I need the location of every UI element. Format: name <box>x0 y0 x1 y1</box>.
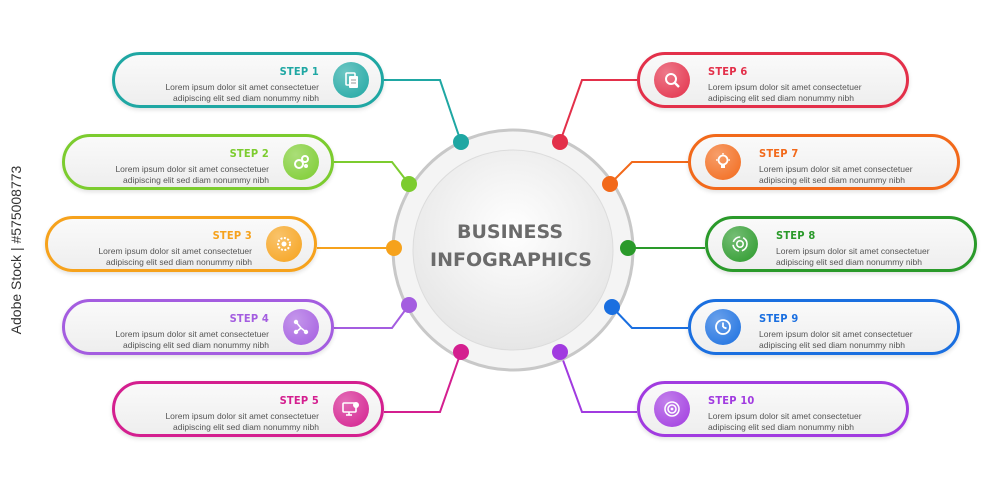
step-description-line2: adipiscing elit sed diam nonummy nibh <box>759 175 905 185</box>
step-title: STEP 5 <box>279 394 319 407</box>
connector-dot-step-7 <box>602 176 618 192</box>
step-description-line2: adipiscing elit sed diam nonummy nibh <box>708 93 854 103</box>
center-title-line1: BUSINESS <box>456 221 564 243</box>
step-card-4: STEP 4 Lorem ipsum dolor sit amet consect… <box>62 299 334 355</box>
step-description-line2: adipiscing elit sed diam nonummy nibh <box>123 175 269 185</box>
step-description-line1: Lorem ipsum dolor sit amet consectetuer <box>708 82 862 92</box>
step-description-line1: Lorem ipsum dolor sit amet consectetuer <box>115 329 269 339</box>
gears-icon <box>283 144 319 180</box>
step-description-line1: Lorem ipsum dolor sit amet consectetuer <box>759 164 913 174</box>
clock-icon <box>705 309 741 345</box>
connector-line-step-5 <box>384 351 462 413</box>
step-description-line2: adipiscing elit sed diam nonummy nibh <box>776 257 922 267</box>
connector-line-step-9 <box>611 306 688 329</box>
step-description-line2: adipiscing elit sed diam nonummy nibh <box>173 422 319 432</box>
connector-dot-step-9 <box>604 299 620 315</box>
step-card-10: STEP 10 Lorem ipsum dolor sit amet consec… <box>637 381 909 437</box>
step-title: STEP 9 <box>759 312 799 325</box>
connector-dot-step-4 <box>401 297 417 313</box>
step-description-line1: Lorem ipsum dolor sit amet consectetuer <box>98 246 252 256</box>
connector-dot-step-1 <box>453 134 469 150</box>
computer-settings-icon <box>333 391 369 427</box>
lightbulb-icon <box>705 144 741 180</box>
connector-dot-step-8 <box>620 240 636 256</box>
step-description-line2: adipiscing elit sed diam nonummy nibh <box>106 257 252 267</box>
step-description-line1: Lorem ipsum dolor sit amet consectetuer <box>708 411 862 421</box>
step-card-7: STEP 7 Lorem ipsum dolor sit amet consect… <box>688 134 960 190</box>
step-title: STEP 10 <box>708 394 755 407</box>
magnifier-icon <box>654 62 690 98</box>
document-icon <box>333 62 369 98</box>
step-description-line1: Lorem ipsum dolor sit amet consectetuer <box>165 82 319 92</box>
step-title: STEP 1 <box>279 65 319 78</box>
step-card-1: STEP 1 Lorem ipsum dolor sit amet consect… <box>112 52 384 108</box>
step-title: STEP 8 <box>776 229 816 242</box>
step-title: STEP 2 <box>229 147 269 160</box>
step-description-line2: adipiscing elit sed diam nonummy nibh <box>173 93 319 103</box>
connector-dot-step-3 <box>386 240 402 256</box>
connector-line-step-7 <box>609 161 688 185</box>
step-card-6: STEP 6 Lorem ipsum dolor sit amet consect… <box>637 52 909 108</box>
step-card-2: STEP 2 Lorem ipsum dolor sit amet consect… <box>62 134 334 190</box>
step-description-line1: Lorem ipsum dolor sit amet consectetuer <box>165 411 319 421</box>
step-card-3: STEP 3 Lorem ipsum dolor sit amet consect… <box>45 216 317 272</box>
network-icon <box>283 309 319 345</box>
step-card-8: STEP 8 Lorem ipsum dolor sit amet consect… <box>705 216 977 272</box>
step-description-line1: Lorem ipsum dolor sit amet consectetuer <box>776 246 930 256</box>
step-title: STEP 6 <box>708 65 748 78</box>
connector-line-step-1 <box>384 79 462 143</box>
step-title: STEP 3 <box>212 229 252 242</box>
step-card-5: STEP 5 Lorem ipsum dolor sit amet consect… <box>112 381 384 437</box>
connector-dots <box>386 134 636 360</box>
step-description-line2: adipiscing elit sed diam nonummy nibh <box>708 422 854 432</box>
step-description-line2: adipiscing elit sed diam nonummy nibh <box>123 340 269 350</box>
gear-icon <box>266 226 302 262</box>
connector-line-step-2 <box>334 161 410 185</box>
connector-dot-step-5 <box>453 344 469 360</box>
target-icon <box>654 391 690 427</box>
connector-line-step-6 <box>559 79 637 143</box>
connector-line-step-10 <box>559 351 637 413</box>
connector-dot-step-6 <box>552 134 568 150</box>
connector-dot-step-10 <box>552 344 568 360</box>
connectors <box>317 79 705 413</box>
step-description-line2: adipiscing elit sed diam nonummy nibh <box>759 340 905 350</box>
step-card-9: STEP 9 Lorem ipsum dolor sit amet consect… <box>688 299 960 355</box>
center-disc <box>412 149 614 351</box>
connector-line-step-4 <box>334 304 410 329</box>
gear-cycle-icon <box>722 226 758 262</box>
step-description-line1: Lorem ipsum dolor sit amet consectetuer <box>115 164 269 174</box>
center-title-line2: INFOGRAPHICS <box>430 249 592 271</box>
center-title: BUSINESS INFOGRAPHICS <box>430 218 592 274</box>
watermark: Adobe Stock | #575008773 <box>8 165 24 335</box>
step-title: STEP 7 <box>759 147 799 160</box>
connector-dot-step-2 <box>401 176 417 192</box>
step-title: STEP 4 <box>229 312 269 325</box>
step-description-line1: Lorem ipsum dolor sit amet consectetuer <box>759 329 913 339</box>
